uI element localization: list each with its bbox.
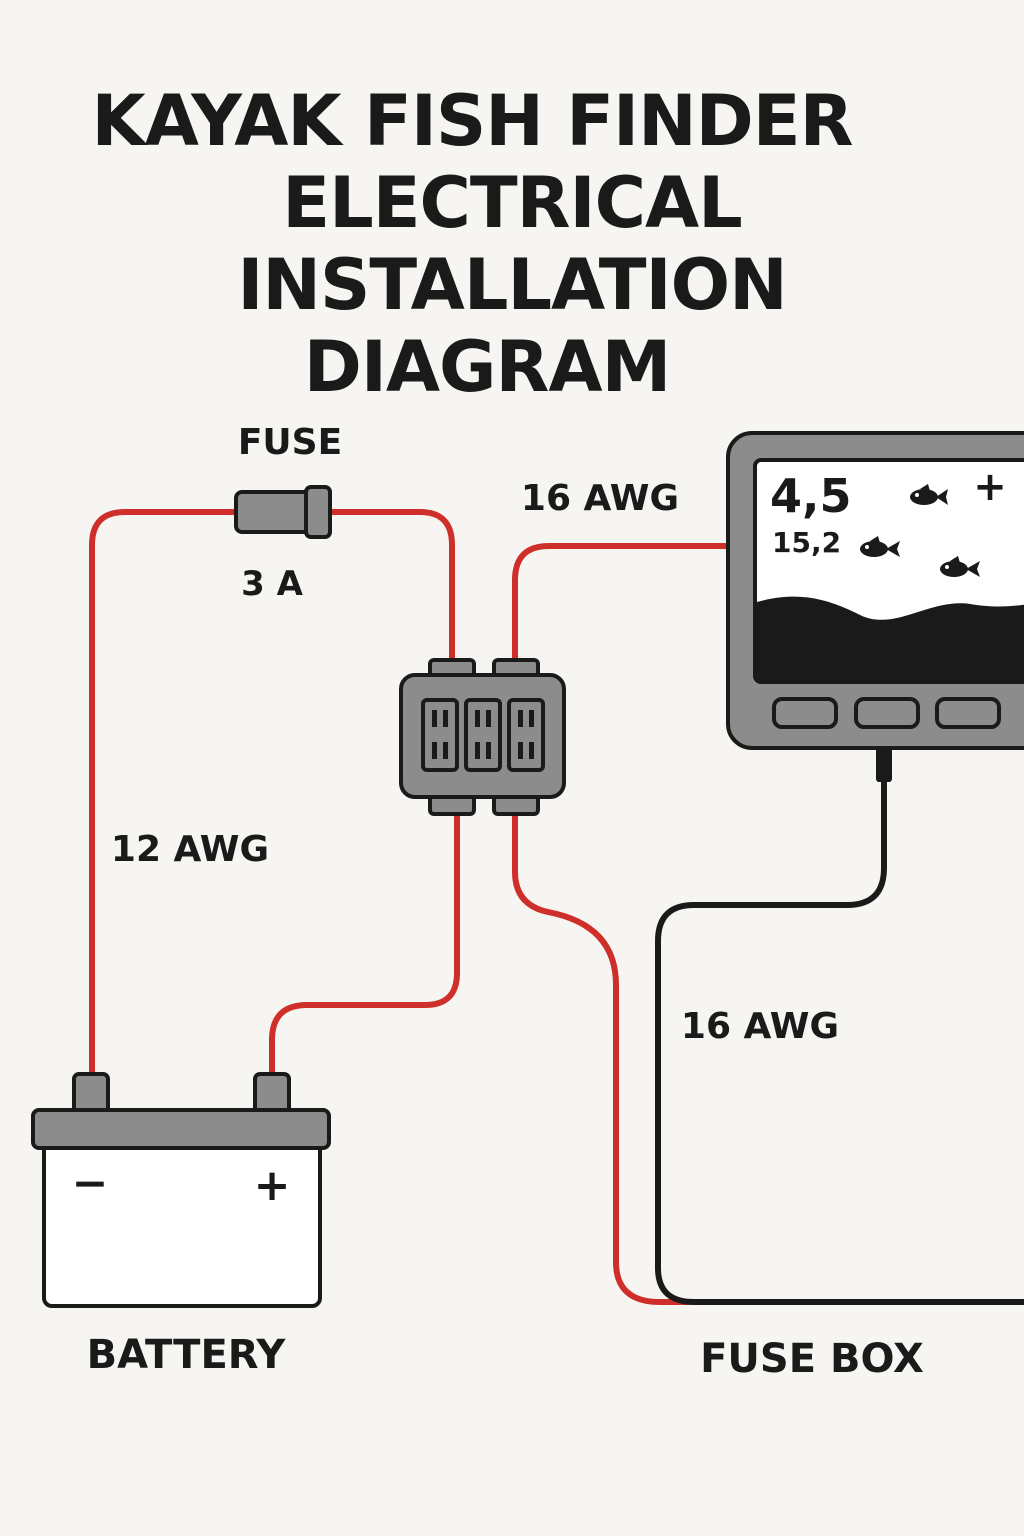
fish-icon [940, 556, 980, 577]
battery-minus-symbol: − [72, 1158, 109, 1209]
battery-lid [31, 1108, 331, 1150]
fish-icon [910, 484, 948, 505]
wire-block-to-finder [512, 543, 731, 665]
depth-reading: 4,5 [770, 469, 852, 523]
wire-battery-to-block [269, 809, 460, 1083]
finder-button-1[interactable] [772, 697, 838, 729]
fuse-box-label: FUSE BOX [700, 1336, 924, 1382]
fuse-label: FUSE [238, 422, 342, 463]
fuse-cap [304, 485, 332, 539]
title-line-2: ELECTRICAL INSTALLATION [237, 162, 787, 326]
wire-ground [655, 767, 1024, 1305]
finder-button-2[interactable] [854, 697, 920, 729]
fuse-block [399, 658, 566, 816]
diagram-title: KAYAK FISH FINDER ELECTRICAL INSTALLATIO… [0, 80, 1024, 408]
battery: − + [31, 1072, 331, 1308]
zoom-plus-icon: + [973, 464, 1007, 510]
fuse-slot [507, 698, 545, 772]
fish-finder: 4,5 15,2 + [726, 431, 1024, 782]
wire-battery-to-fuse [89, 509, 241, 1083]
ground-wire-label: 16 AWG [681, 1006, 839, 1047]
wire-block-to-fusebox [512, 809, 693, 1305]
fuse-slot [421, 698, 459, 772]
title-line-1: KAYAK FISH FINDER [91, 80, 854, 162]
fuse-slot [464, 698, 502, 772]
title-line-3: DIAGRAM [303, 326, 672, 408]
main-wire-label: 12 AWG [111, 829, 269, 870]
fuse-rating-label: 3 A [241, 564, 303, 604]
battery-label: BATTERY [87, 1332, 287, 1378]
sonar-bottom [757, 596, 1024, 680]
finder-wire-label: 16 AWG [521, 478, 679, 519]
battery-plus-symbol: + [254, 1160, 291, 1211]
inline-fuse [234, 485, 332, 539]
fish-icon [860, 536, 900, 557]
finder-cable-boot [876, 748, 892, 782]
secondary-reading: 15,2 [772, 526, 841, 559]
wire-fuse-to-block [327, 509, 455, 665]
finder-button-3[interactable] [935, 697, 1001, 729]
